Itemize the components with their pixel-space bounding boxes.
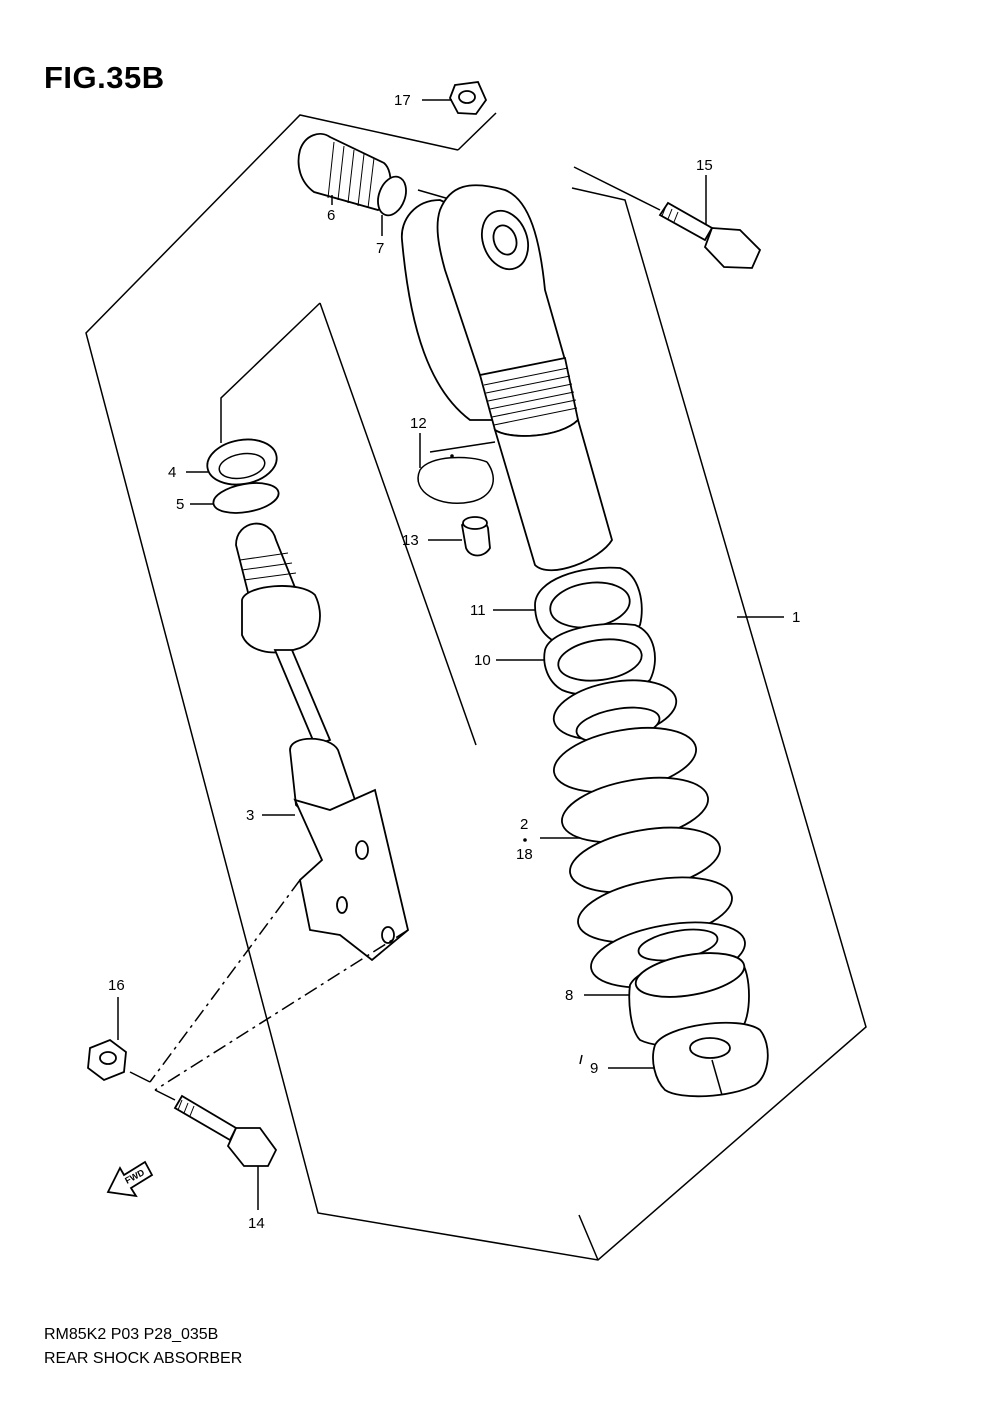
figure-title: FIG.35B <box>44 60 165 95</box>
callout-12: 12 <box>410 415 427 432</box>
fwd-arrow-icon: FWD <box>106 1160 154 1198</box>
callout-7: 7 <box>376 240 384 257</box>
callout-1: 1 <box>792 609 800 626</box>
part-2-spring <box>523 679 746 989</box>
callout-5: 5 <box>176 496 184 513</box>
figure-code: RM85K2 P03 P28_035B <box>44 1326 219 1343</box>
part-3-damper-rod <box>235 522 410 962</box>
callout-6: 6 <box>327 207 335 224</box>
assembly-outline <box>85 114 867 1261</box>
callout-11: 11 <box>470 602 486 619</box>
lower-mount-linkage <box>129 879 409 1091</box>
part-9-washer <box>608 1021 769 1098</box>
part-14-bolt <box>154 1089 278 1210</box>
shock-body <box>401 184 613 571</box>
part-6-bump-stop <box>297 133 392 211</box>
part-10-locknut <box>496 622 656 697</box>
callout-4: 4 <box>168 464 176 481</box>
part-15-bolt <box>573 166 762 269</box>
callout-2: 2 <box>520 816 528 833</box>
callout-17: 17 <box>394 92 411 109</box>
part-16-nut <box>87 997 127 1082</box>
part-17-nut <box>422 81 497 151</box>
callout-9: 9 <box>590 1060 598 1077</box>
callout-10: 10 <box>474 652 491 669</box>
callout-18: 18 <box>516 846 533 863</box>
callout-13: 13 <box>402 532 419 549</box>
part-7-ring <box>377 175 407 236</box>
callout-3: 3 <box>246 807 254 824</box>
callout-14: 14 <box>248 1215 265 1232</box>
part-5-ring <box>190 482 280 514</box>
callout-15: 15 <box>696 157 713 174</box>
part-12-circlip <box>417 433 496 504</box>
callout-16: 16 <box>108 977 125 994</box>
part-4-ring <box>186 438 278 486</box>
figure-name: REAR SHOCK ABSORBER <box>44 1350 243 1367</box>
callout-8: 8 <box>565 987 573 1004</box>
part-13-valve-cap <box>428 516 491 557</box>
callout-labels: 1 2 18 3 4 5 6 7 8 9 10 11 12 13 14 15 1… <box>108 92 800 1232</box>
